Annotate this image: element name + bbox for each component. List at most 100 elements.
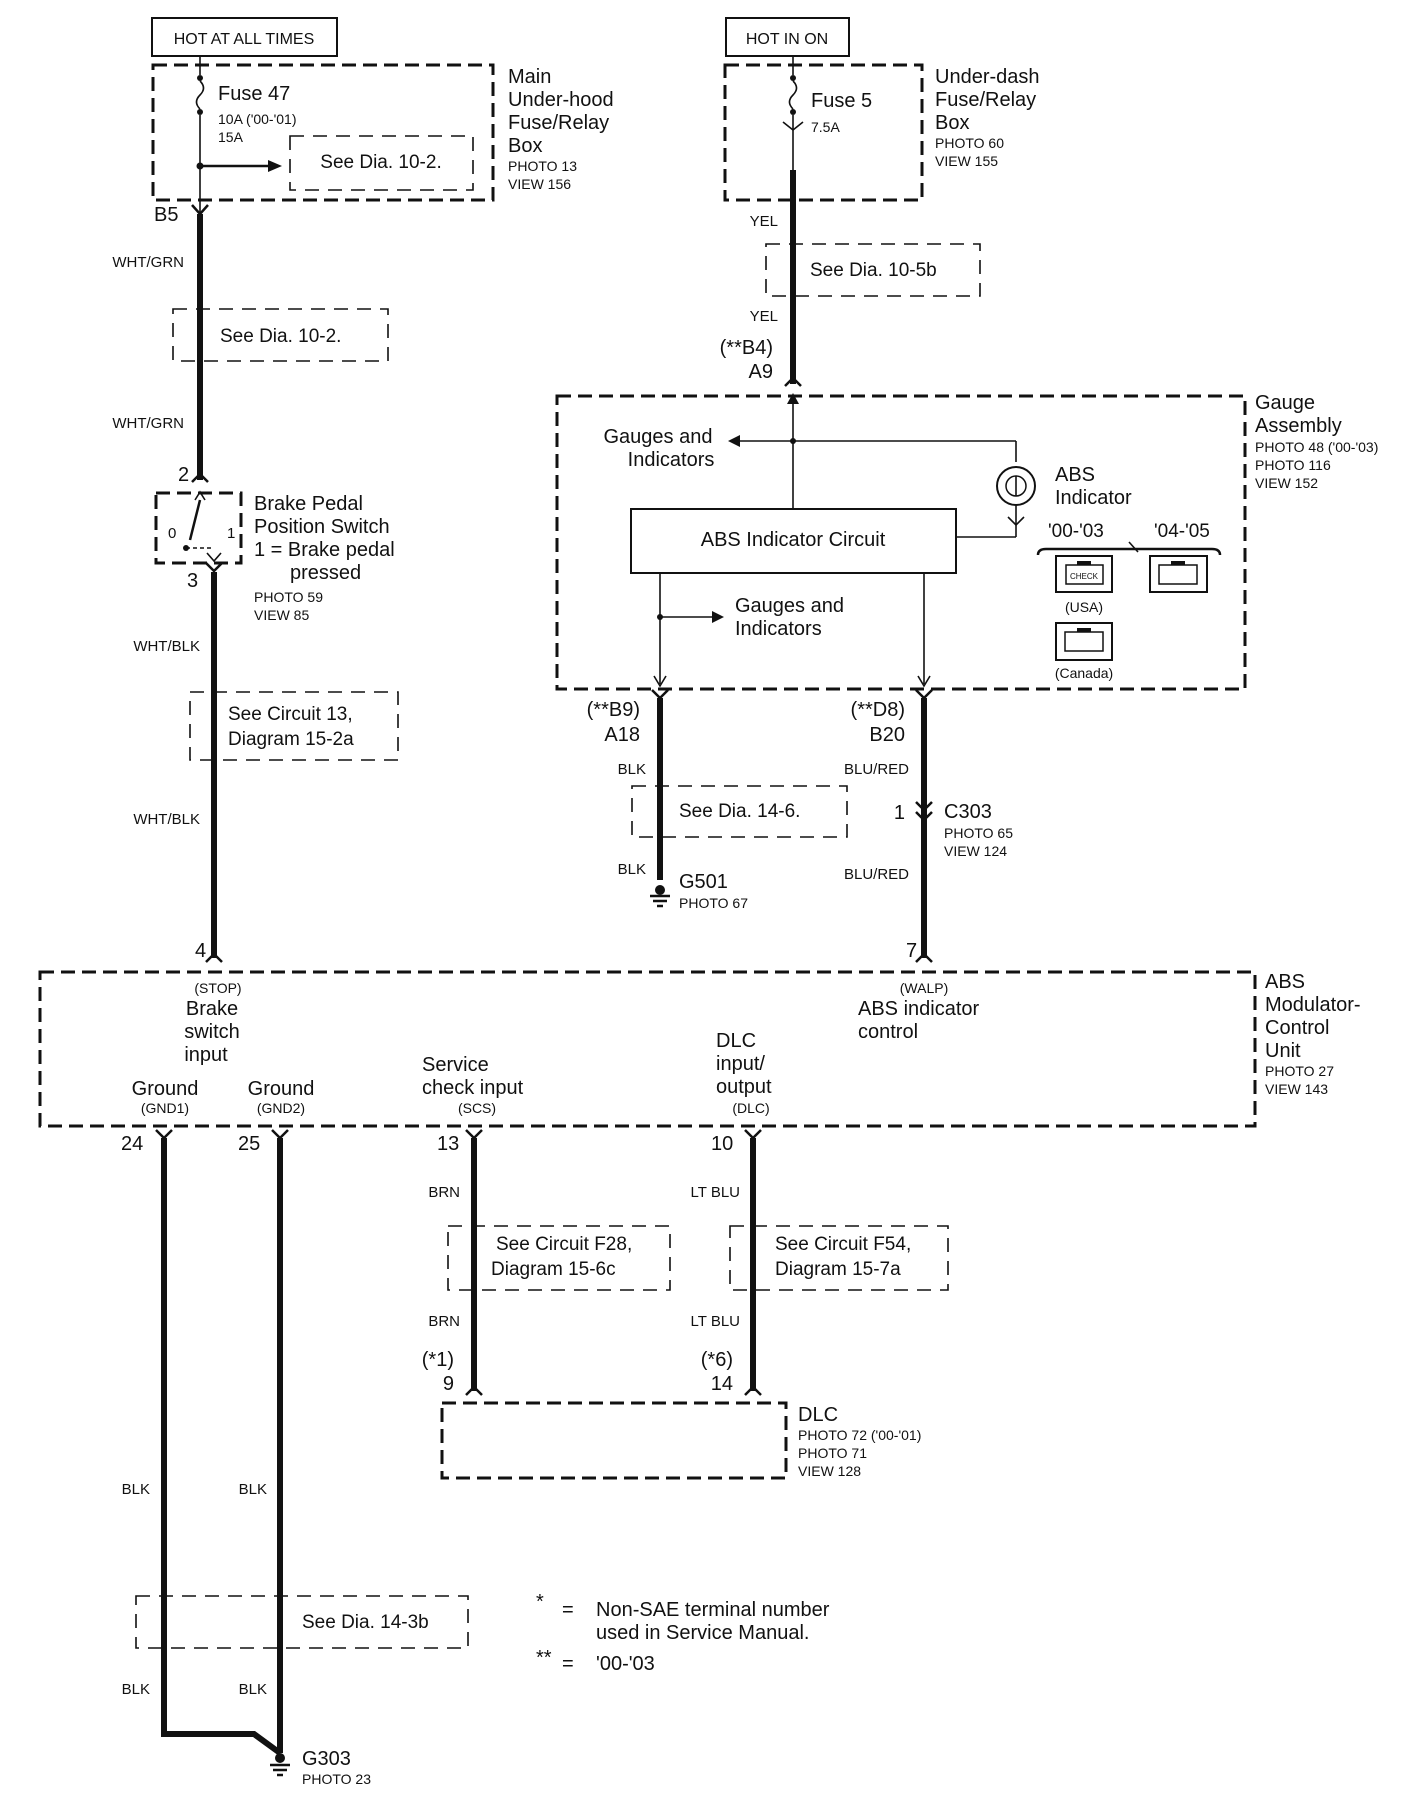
svg-text:(**B9): (**B9)	[587, 699, 640, 721]
arrow-right-icon	[268, 160, 282, 172]
left-ref-10-2[interactable]: See Dia. 10-2.	[220, 326, 341, 347]
svg-text:Service: Service	[422, 1054, 489, 1076]
svg-text:Diagram 15-2a[interactable]: Diagram 15-2a	[228, 729, 354, 750]
svg-text:Unit: Unit	[1265, 1040, 1301, 1062]
svg-text:Fuse/Relay: Fuse/Relay	[508, 112, 609, 134]
svg-text:ABS indicator: ABS indicator	[858, 998, 980, 1020]
svg-text:*: *	[536, 1591, 544, 1613]
left-ref-circuit-13[interactable]: See Circuit 13,	[228, 704, 353, 725]
ground-ref-14-3b[interactable]: See Dia. 14-3b	[302, 1612, 429, 1633]
svg-text:PHOTO 27: PHOTO 27	[1265, 1063, 1334, 1079]
svg-text:WHT/GRN: WHT/GRN	[112, 415, 184, 432]
svg-text:(*1): (*1)	[422, 1349, 454, 1371]
svg-text:=: =	[562, 1599, 574, 1621]
svg-text:input/: input/	[716, 1053, 765, 1075]
svg-text:Diagram 15-7a[interactable]: Diagram 15-7a	[775, 1259, 901, 1280]
left-wire-circuit: B5 WHT/GRN See Dia. 10-2. WHT/GRN WHT/BL…	[112, 204, 399, 963]
svg-text:pressed: pressed	[290, 562, 361, 584]
svg-text:VIEW 143: VIEW 143	[1265, 1081, 1328, 1097]
svg-text:Brake: Brake	[186, 998, 238, 1020]
svg-text:Diagram 15-6c[interactable]: Diagram 15-6c	[491, 1259, 616, 1280]
svg-text:PHOTO 13: PHOTO 13	[508, 158, 577, 174]
brake-pedal-position-switch: 2 0 1 3	[154, 464, 243, 592]
svg-text:BLK: BLK	[618, 761, 646, 778]
lt-blu-wire: LT BLU See Circuit F54, Diagram 15-7a LT…	[691, 1129, 949, 1396]
fuse-47-name: Fuse 47	[218, 83, 290, 105]
svg-text:B20: B20	[869, 724, 905, 746]
svg-text:Fuse/Relay: Fuse/Relay	[935, 89, 1036, 111]
svg-text:output: output	[716, 1076, 772, 1098]
svg-text:BRN: BRN	[428, 1184, 460, 1201]
svg-text:input: input	[184, 1044, 228, 1066]
svg-text:Brake Pedal: Brake Pedal	[254, 493, 363, 515]
gauge-assembly: ABS Indicator Circuit Gauges and Indicat…	[555, 393, 1247, 691]
svg-text:PHOTO 72 ('00-'01): PHOTO 72 ('00-'01)	[798, 1427, 921, 1443]
check-engine-icon-usa: CHECK	[1055, 555, 1113, 593]
svg-text:DLC: DLC	[798, 1404, 838, 1426]
svg-text:'00-'03: '00-'03	[1048, 521, 1104, 542]
yel-wire: YEL See Dia. 10-5b YEL (**B4) A9	[720, 170, 981, 387]
svg-text:switch: switch	[184, 1021, 240, 1043]
svg-text:Control: Control	[1265, 1017, 1329, 1039]
svg-text:Gauges and: Gauges and	[604, 426, 713, 448]
yel-ref-10-5b[interactable]: See Dia. 10-5b	[810, 260, 937, 281]
ground-icon	[270, 1753, 290, 1777]
svg-text:LT BLU: LT BLU	[691, 1184, 740, 1201]
svg-text:Ground: Ground	[248, 1078, 315, 1100]
svg-text:BLU/RED: BLU/RED	[844, 866, 909, 883]
svg-text:1 = Brake pedal: 1 = Brake pedal	[254, 539, 395, 561]
fuse-5-name: Fuse 5	[811, 90, 872, 112]
svg-text:BLU/RED: BLU/RED	[844, 761, 909, 778]
svg-text:YEL: YEL	[750, 308, 778, 325]
svg-text:Modulator-: Modulator-	[1265, 994, 1361, 1016]
main-fuse-box-ref[interactable]: See Dia. 10-2.	[320, 152, 441, 173]
check-engine-icon-04-05	[1149, 555, 1208, 593]
svg-text:VIEW 152: VIEW 152	[1255, 475, 1318, 491]
svg-text:'04-'05: '04-'05	[1154, 521, 1210, 542]
blk-ref-14-6[interactable]: See Dia. 14-6.	[679, 801, 800, 822]
fuse-icon	[788, 80, 798, 110]
blk-wire-g501: (**B9) A18 BLK See Dia. 14-6. BLK G501 P…	[587, 689, 848, 911]
svg-text:Under-dash: Under-dash	[935, 66, 1040, 88]
svg-text:(Canada): (Canada)	[1055, 665, 1113, 681]
svg-text:Ground: Ground	[132, 1078, 199, 1100]
svg-text:PHOTO 71: PHOTO 71	[798, 1445, 867, 1461]
svg-text:=: =	[562, 1653, 574, 1675]
svg-text:(GND2): (GND2)	[257, 1100, 305, 1116]
svg-text:**: **	[536, 1647, 552, 1669]
svg-text:VIEW 156: VIEW 156	[508, 176, 571, 192]
svg-text:WHT/BLK: WHT/BLK	[133, 811, 200, 828]
svg-text:VIEW 128: VIEW 128	[798, 1463, 861, 1479]
svg-text:HOT IN ON: HOT IN ON	[746, 31, 828, 48]
check-engine-icon-canada	[1055, 622, 1113, 661]
svg-text:PHOTO 48 ('00-'03): PHOTO 48 ('00-'03)	[1255, 439, 1378, 455]
svg-text:10: 10	[711, 1133, 733, 1155]
svg-text:Box: Box	[508, 135, 542, 157]
svg-text:7.5A: 7.5A	[811, 119, 840, 135]
svg-text:PHOTO 116: PHOTO 116	[1255, 457, 1331, 473]
svg-text:LT BLU: LT BLU	[691, 1313, 740, 1330]
ground-wires-g303: BLK BLK See Dia. 14-3b BLK BLK G303 PHOT…	[122, 1129, 469, 1787]
svg-text:PHOTO 23: PHOTO 23	[302, 1771, 371, 1787]
svg-text:(**B4): (**B4)	[720, 337, 773, 359]
abs-modulator-control-unit: 4 7 (STOP) Brake switch input (WALP) ABS…	[38, 940, 1257, 1155]
svg-text:'00-'03: '00-'03	[596, 1653, 655, 1675]
blu-red-wire: (**D8) B20 BLU/RED 1 C303 PHOTO 65 VIEW …	[844, 689, 1013, 963]
hot-at-all-times-tag: HOT AT ALL TIMES	[151, 17, 338, 57]
svg-text:Gauges and: Gauges and	[735, 595, 844, 617]
svg-text:(GND1): (GND1)	[141, 1100, 189, 1116]
ltblu-ref-f54[interactable]: See Circuit F54,	[775, 1234, 911, 1255]
svg-text:Gauge: Gauge	[1255, 392, 1315, 414]
svg-text:13: 13	[437, 1133, 459, 1155]
svg-text:ABS: ABS	[1265, 971, 1305, 993]
abs-unit-label: ABS Modulator- Control Unit PHOTO 27 VIE…	[1265, 971, 1361, 1097]
svg-text:A18: A18	[604, 724, 640, 746]
svg-text:G303: G303	[302, 1748, 351, 1770]
brn-ref-f28[interactable]: See Circuit F28,	[496, 1234, 632, 1255]
svg-text:Position Switch: Position Switch	[254, 516, 390, 538]
svg-text:BLK: BLK	[239, 1481, 267, 1498]
svg-text:C303: C303	[944, 801, 992, 823]
svg-text:VIEW 85: VIEW 85	[254, 607, 309, 623]
main-fuse-box: See Dia. 10-2. Fuse 47 10A ('00-'01) 15A	[151, 56, 495, 215]
svg-text:Box: Box	[935, 112, 969, 134]
